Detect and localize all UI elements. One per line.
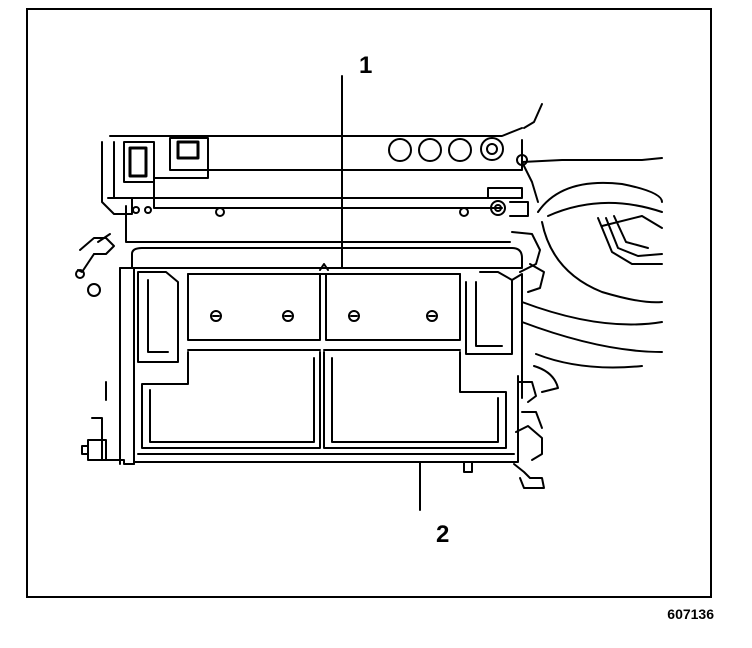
upper-duct-assembly — [101, 103, 543, 243]
figure-number: 607136 — [667, 606, 714, 622]
left-mounting-clip — [75, 233, 135, 465]
housing-side-posts — [137, 271, 523, 399]
diagram-frame: 1 2 — [26, 8, 712, 598]
callout-leaders — [341, 75, 421, 511]
blower-housing-illustration — [75, 75, 663, 511]
lower-housing — [133, 349, 559, 489]
blower-motor-housing — [487, 157, 663, 369]
callout-label-2: 2 — [436, 521, 450, 548]
callout-label-1: 1 — [359, 52, 373, 79]
upper-panel — [131, 247, 523, 341]
